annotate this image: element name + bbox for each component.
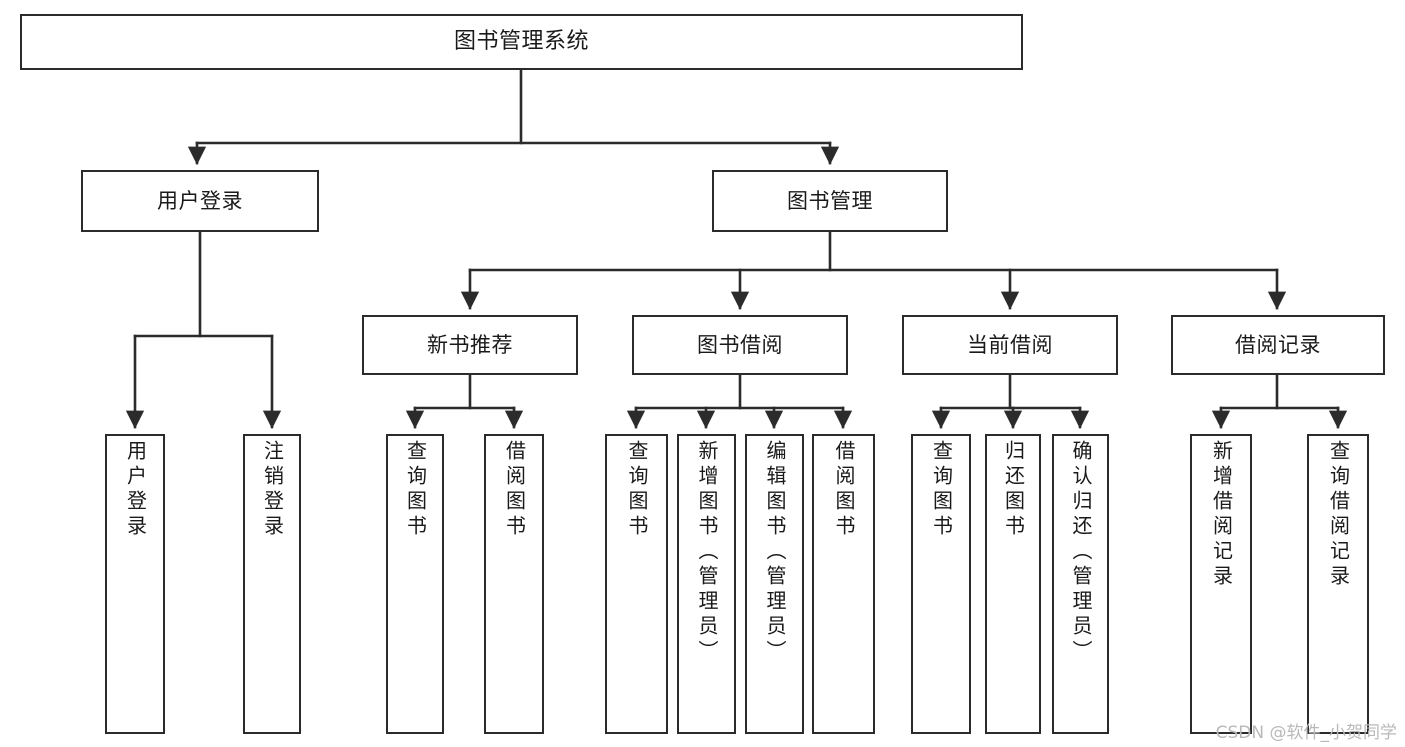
leaf-add-borrow-record-label: 新增借阅记录 bbox=[1209, 440, 1234, 590]
leaf-return-book[interactable]: 归还图书 bbox=[985, 434, 1041, 734]
node-level2-book-borrow-label: 图书借阅 bbox=[697, 332, 783, 357]
csdn-watermark: CSDN @软件_小贺同学 bbox=[1215, 723, 1397, 743]
leaf-query-borrow-record[interactable]: 查询借阅记录 bbox=[1307, 434, 1369, 734]
leaf-query-book-newbook[interactable]: 查询图书 bbox=[386, 434, 444, 734]
leaf-edit-book-admin[interactable]: 编辑图书（管理员） bbox=[745, 434, 804, 734]
node-level1-book-management-label: 图书管理 bbox=[787, 188, 873, 213]
node-level2-new-book-recommend-label: 新书推荐 bbox=[427, 332, 513, 357]
leaf-query-borrow-record-label: 查询借阅记录 bbox=[1326, 440, 1351, 590]
leaf-confirm-return-admin[interactable]: 确认归还（管理员） bbox=[1052, 434, 1109, 734]
node-level2-new-book-recommend[interactable]: 新书推荐 bbox=[362, 315, 578, 375]
leaf-add-book-admin[interactable]: 新增图书（管理员） bbox=[677, 434, 736, 734]
leaf-return-book-label: 归还图书 bbox=[1001, 440, 1026, 540]
leaf-query-book-borrow[interactable]: 查询图书 bbox=[605, 434, 668, 734]
node-level1-user-login-label: 用户登录 bbox=[157, 188, 243, 213]
node-level2-book-borrow[interactable]: 图书借阅 bbox=[632, 315, 848, 375]
leaf-user-login[interactable]: 用户登录 bbox=[105, 434, 165, 734]
node-level2-current-borrow[interactable]: 当前借阅 bbox=[902, 315, 1118, 375]
leaf-user-login-label: 用户登录 bbox=[123, 440, 148, 540]
leaf-logout-label: 注销登录 bbox=[260, 440, 285, 540]
node-level2-borrow-record-label: 借阅记录 bbox=[1235, 332, 1321, 357]
node-level2-borrow-record[interactable]: 借阅记录 bbox=[1171, 315, 1385, 375]
leaf-add-book-admin-label: 新增图书（管理员） bbox=[695, 440, 719, 665]
leaf-logout[interactable]: 注销登录 bbox=[243, 434, 301, 734]
leaf-borrow-book-newbook-label: 借阅图书 bbox=[502, 440, 527, 540]
leaf-query-book-borrow-label: 查询图书 bbox=[625, 440, 649, 540]
leaf-query-book-newbook-label: 查询图书 bbox=[403, 440, 428, 540]
leaf-borrow-book-newbook[interactable]: 借阅图书 bbox=[484, 434, 544, 734]
node-level2-current-borrow-label: 当前借阅 bbox=[967, 332, 1053, 357]
node-root[interactable]: 图书管理系统 bbox=[20, 14, 1023, 70]
leaf-borrow-book-label: 借阅图书 bbox=[832, 440, 856, 540]
leaf-edit-book-admin-label: 编辑图书（管理员） bbox=[763, 440, 787, 665]
leaf-borrow-book[interactable]: 借阅图书 bbox=[812, 434, 875, 734]
leaf-query-book-current-label: 查询图书 bbox=[929, 440, 954, 540]
leaf-add-borrow-record[interactable]: 新增借阅记录 bbox=[1190, 434, 1252, 734]
node-root-label: 图书管理系统 bbox=[453, 29, 589, 55]
node-level1-user-login[interactable]: 用户登录 bbox=[81, 170, 319, 232]
node-level1-book-management[interactable]: 图书管理 bbox=[712, 170, 948, 232]
leaf-confirm-return-admin-label: 确认归还（管理员） bbox=[1069, 440, 1093, 665]
leaf-query-book-current[interactable]: 查询图书 bbox=[911, 434, 971, 734]
